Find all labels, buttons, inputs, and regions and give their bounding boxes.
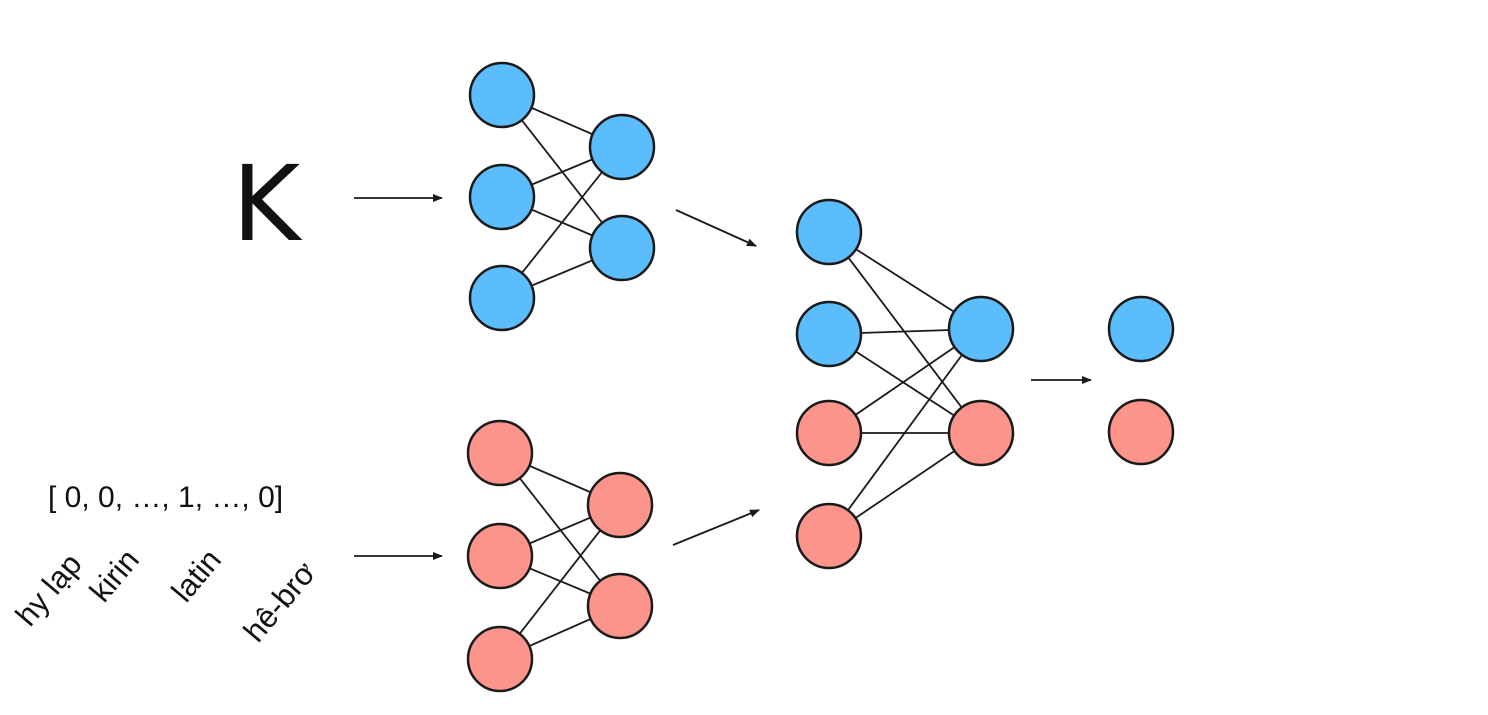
merged-input-node [795,300,863,368]
input-glyph: K [232,143,303,265]
category-input-node [466,522,534,590]
edge [828,328,982,537]
one-hot-vector-label: [ 0, 0, …, 1, …, 0] [48,481,283,514]
category-hidden-node [586,572,654,640]
image-hidden-node [588,214,656,282]
image-input-node [468,61,536,129]
category-input-node [466,625,534,693]
image-subnetwork [468,61,656,332]
arrow-category-net-to-merge-net [672,509,760,546]
arrow-image-net-to-merge-net [675,209,757,247]
merged-input-node [795,502,863,570]
edge [828,231,982,434]
merged-hidden-node [947,295,1015,363]
category-label-latin: latin [165,542,228,608]
image-hidden-node [588,113,656,181]
merged-input-node [795,399,863,467]
category-label-greek: hy lạp [9,547,89,633]
image-input-node [468,264,536,332]
category-subnetwork [466,419,654,693]
merged-subnetwork [795,198,1015,570]
output-layer [1107,295,1175,466]
category-hidden-node [586,471,654,539]
category-label-cyrillic: kirin [83,542,146,608]
merged-hidden-node [947,399,1015,467]
output-node-category [1107,398,1175,466]
category-label-hebrew: hê-brơ [237,555,323,649]
merged-input-node [795,198,863,266]
category-input-node [466,419,534,487]
output-node-image [1107,295,1175,363]
image-input-node [468,163,536,231]
